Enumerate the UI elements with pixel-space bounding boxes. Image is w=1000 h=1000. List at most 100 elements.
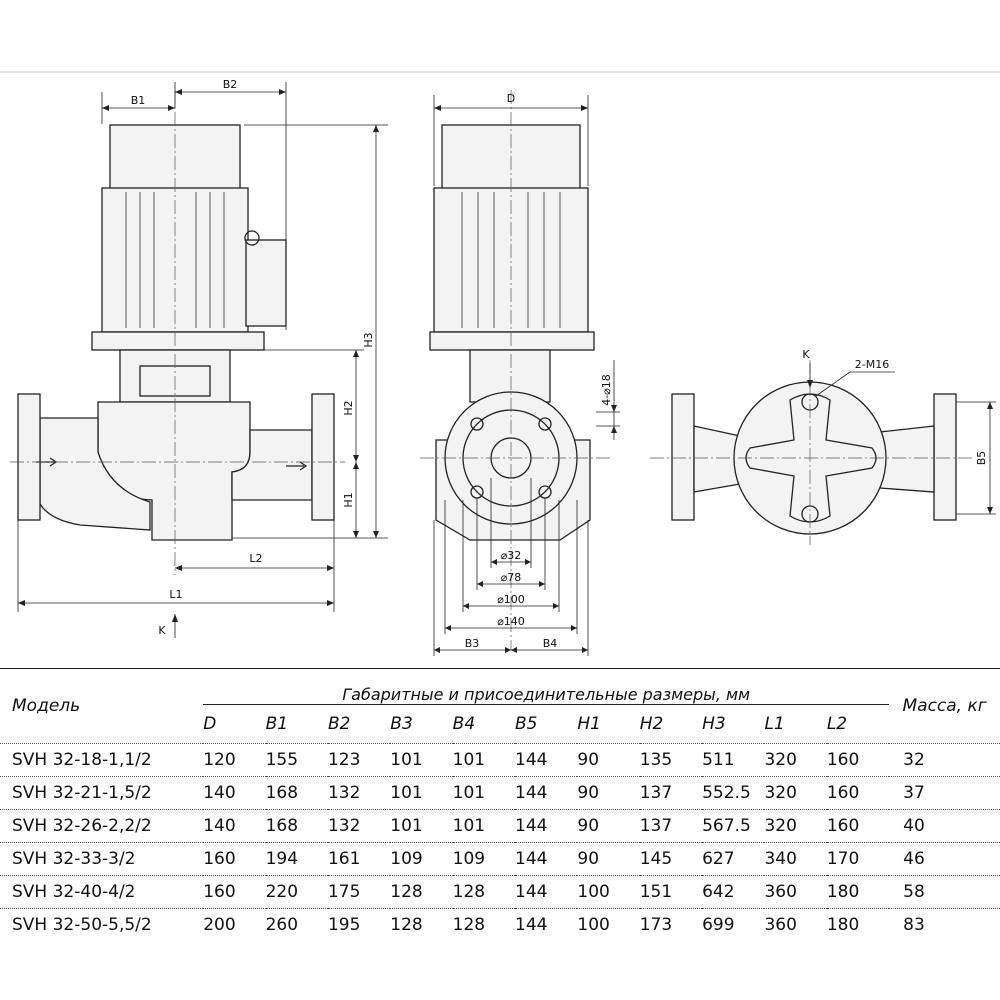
cell-model: SVH 32-18-1,1/2 [0,743,204,777]
cell-model: SVH 32-50-5,5/2 [0,908,204,941]
dim-b2: B2 [223,78,238,91]
cell-model: SVH 32-26-2,2/2 [0,809,204,843]
cell-h1: 90 [577,743,640,777]
inlet-flange [17,393,41,521]
column-header-h1: H1 [577,714,601,735]
header-mass: Масса, кг [889,668,1000,744]
outlet-flange [311,393,335,521]
side-view: B1 B2 H3 H2 H1 L2 L1 K [10,78,388,638]
cell-h2: 137 [639,776,703,810]
cell-b4: 101 [452,743,516,777]
cell-b5: 144 [515,908,578,941]
cell-l2: 180 [826,908,890,941]
cell-b5: 144 [515,776,578,810]
cell-model: SVH 32-40-4/2 [0,875,204,909]
cell-model: SVH 32-21-1,5/2 [0,776,204,810]
cell-b1: 220 [265,875,328,909]
dim-h2: H2 [342,400,355,415]
cell-b4: 128 [452,875,516,909]
dim-h1: H1 [342,492,355,507]
column-header-b4: B4 [452,714,476,735]
cell-b2: 132 [327,809,391,843]
cell-h1: 90 [577,776,640,810]
cell-h3: 699 [702,908,765,941]
dim-l1: L1 [169,588,182,601]
dim-d100: ⌀100 [497,593,525,606]
cell-b3: 109 [390,842,453,876]
cell-b1: 194 [265,842,328,876]
dim-bolt-holes: 4-⌀18 [600,374,613,406]
cell-b2: 161 [327,842,391,876]
dim-b1: B1 [131,94,146,107]
top-outlet-flange [933,393,957,521]
cell-d: 160 [203,875,266,909]
cell-h3: 567.5 [702,809,765,843]
cell-h3: 642 [702,875,765,909]
cell-d: 200 [203,908,266,941]
column-header-l1: L1 [764,714,785,735]
cell-h3: 627 [702,842,765,876]
cell-h3: 511 [702,743,765,777]
dim-h3: H3 [362,332,375,347]
column-header-b3: B3 [390,714,413,735]
cell-l2: 160 [826,743,890,777]
cell-b5: 144 [515,743,578,777]
motor-flange [91,331,265,351]
cell-l1: 320 [764,743,827,777]
column-header-l2: L2 [826,714,848,735]
cell-mass: 40 [889,809,1000,843]
dim-thread: 2-M16 [855,358,889,371]
cell-l2: 160 [826,776,890,810]
header-model: Модель [0,668,204,744]
front-view: D 4-⌀18 ⌀32 ⌀78 ⌀100 ⌀140 [420,90,620,656]
cell-b5: 144 [515,875,578,909]
cell-d: 140 [203,809,266,843]
cell-h1: 100 [577,875,640,909]
column-header-b5: B5 [515,714,538,735]
cell-b1: 260 [265,908,328,941]
column-header-b1: B1 [265,714,289,735]
cell-b3: 128 [390,875,453,909]
cell-l2: 170 [826,842,890,876]
cell-mass: 37 [889,776,1000,810]
motor-flange-front [429,331,595,351]
cell-mass: 58 [889,875,1000,909]
cell-b3: 101 [390,776,453,810]
cell-l1: 360 [764,908,827,941]
top-view: K 2-M16 B5 [650,348,996,545]
cell-b2: 123 [327,743,391,777]
cell-h2: 137 [639,809,703,843]
cell-l1: 320 [764,776,827,810]
cell-h2: 151 [639,875,703,909]
cell-h2: 135 [639,743,703,777]
cell-mass: 46 [889,842,1000,876]
view-k-marker: K [158,624,166,637]
cell-l1: 320 [764,809,827,843]
terminal-box [245,239,287,327]
dim-d: D [507,92,515,105]
cell-b4: 109 [452,842,516,876]
inlet-pipe [39,417,151,531]
outlet-pipe [231,429,313,501]
dim-b4: B4 [543,637,558,650]
dim-d32: ⌀32 [501,549,522,562]
cell-b3: 101 [390,743,453,777]
header-dimensions: Габаритные и присоединительные размеры, … [203,667,890,706]
cell-b1: 168 [265,776,328,810]
spec-table-container: Модель Габаритные и присоединительные ра… [0,667,1000,941]
cell-l2: 180 [826,875,890,909]
column-header-h3: H3 [702,714,726,735]
cell-model: SVH 32-33-3/2 [0,842,204,876]
column-header-b2: B2 [327,714,351,735]
cell-b4: 128 [452,908,516,941]
column-header-h2: H2 [639,714,664,735]
cell-b1: 168 [265,809,328,843]
cell-b2: 132 [327,776,391,810]
cell-l1: 360 [764,875,827,909]
cell-b3: 101 [390,809,453,843]
cell-h2: 173 [639,908,703,941]
